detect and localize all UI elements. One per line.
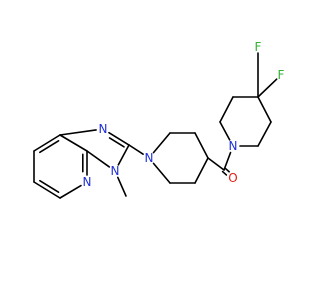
- bond-a13-a14: [194, 132, 209, 159]
- bond-layer: [33, 52, 278, 199]
- bond-a14-a15: [194, 157, 209, 184]
- bond-a17-a18: [221, 170, 228, 176]
- atom-label-a19-n: N: [229, 139, 238, 153]
- bond-a17-a18-second-line: [224, 167, 230, 173]
- bond-a14-a17: [207, 157, 225, 171]
- bond-a16-a11: [152, 162, 171, 184]
- bond-a11-a12: [152, 132, 171, 154]
- bond-a19-a20: [219, 121, 231, 141]
- bond-a9-a10: [117, 176, 127, 197]
- bond-a7-a8-second-line: [108, 137, 125, 148]
- atom-label-a4-n: N: [83, 175, 92, 189]
- bond-a6-a1-second-line: [39, 140, 60, 154]
- bond-a7-a8: [108, 131, 130, 146]
- bond-a2-a3: [33, 181, 61, 199]
- bond-a22-a25: [257, 96, 272, 123]
- bond-a20-a21: [219, 96, 234, 123]
- bond-a6-a1: [33, 134, 61, 152]
- atom-label-a7-n: N: [99, 122, 108, 136]
- bond-a17-a19: [223, 151, 232, 171]
- atom-label-layer: N N N N O N F F: [83, 40, 285, 189]
- atom-label-a18-o: O: [228, 171, 237, 185]
- bond-a3-a4: [59, 184, 82, 199]
- bond-a2-a3-second-line: [39, 179, 60, 193]
- atom-label-a11-n: N: [145, 151, 154, 165]
- bond-a8-a9: [117, 144, 130, 166]
- atom-label-a9-n: N: [111, 164, 120, 178]
- bond-a6-a7: [59, 129, 97, 136]
- bond-a8-a11: [128, 144, 144, 155]
- atom-label-a23-f: F: [255, 40, 262, 54]
- atom-label-a24-f: F: [278, 68, 285, 82]
- molecule-diagram: N N N N O N F F: [33, 40, 285, 199]
- bond-a9-a5: [86, 150, 111, 168]
- bond-a22-a24: [257, 78, 278, 98]
- structure-svg: N N N N O N F F: [33, 40, 285, 199]
- bond-a5-a6: [59, 134, 88, 152]
- bond-a25-a26: [257, 121, 272, 147]
